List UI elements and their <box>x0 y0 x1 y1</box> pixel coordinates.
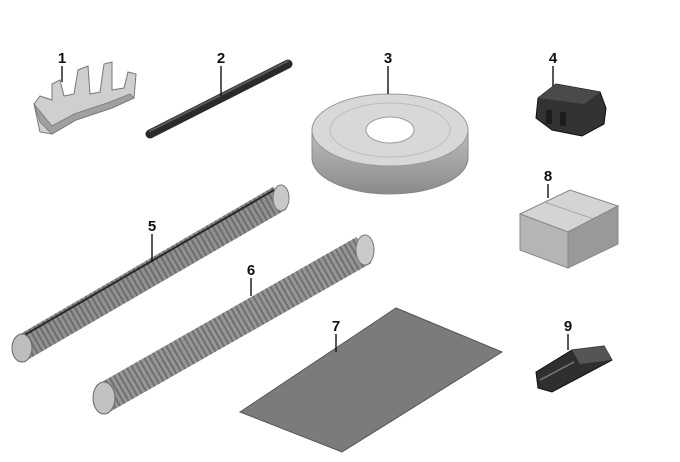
callout-5: 5 <box>148 218 156 235</box>
part-5-corrugated-tube-slotted <box>11 184 290 363</box>
part-2-rubber-rod <box>145 59 293 139</box>
callout-6: 6 <box>247 262 255 279</box>
part-4-connector-housing <box>535 83 607 137</box>
part-6-corrugated-tube <box>92 234 375 415</box>
callout-2: 2 <box>217 50 225 67</box>
part-1-clip <box>33 61 137 135</box>
part-7-sheet-pad <box>238 307 504 453</box>
leader-lines <box>61 66 569 352</box>
callout-9: 9 <box>564 318 572 335</box>
callout-7: 7 <box>332 318 340 335</box>
callout-4: 4 <box>549 50 558 67</box>
callout-1: 1 <box>58 50 66 67</box>
callout-3: 3 <box>384 50 392 67</box>
callout-numbers: 1 2 3 4 5 6 7 8 9 <box>58 50 572 335</box>
part-8-box <box>518 189 620 269</box>
part-9-terminal-clip <box>535 345 613 393</box>
callout-8: 8 <box>544 168 552 185</box>
part-3-tape-roll <box>311 93 469 195</box>
